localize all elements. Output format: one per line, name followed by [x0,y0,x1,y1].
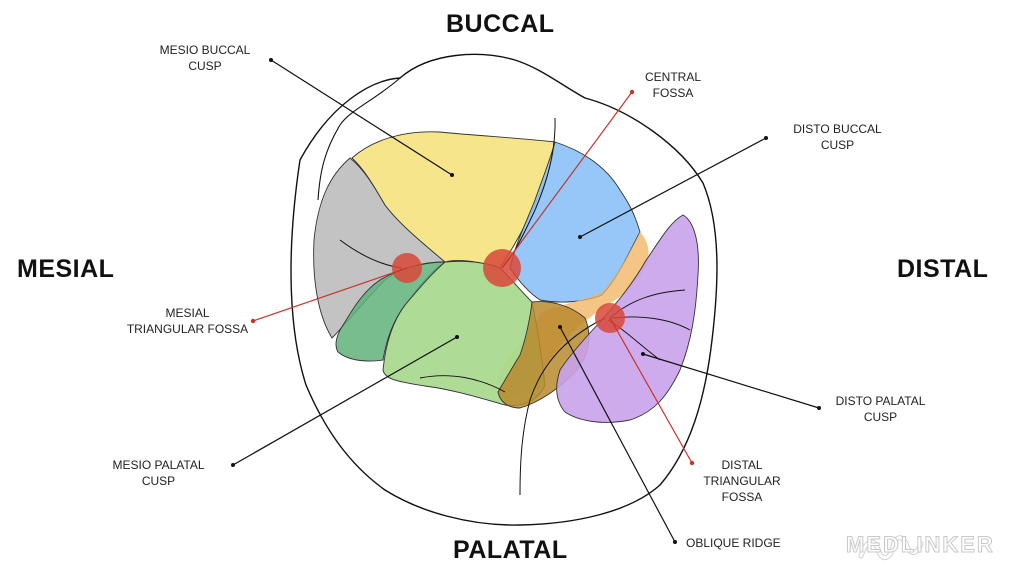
label-line: CUSP [188,59,222,73]
leader-disto-palatal [642,353,820,409]
label-line: OBLIQUE RIDGE [686,536,781,550]
leader-dot [673,540,677,544]
label-line: CUSP [820,138,855,152]
leader-mesio-buccal [270,59,453,176]
label-line: CUSP [863,410,898,424]
label-distal-triangular-fossa: DISTAL TRIANGULAR FOSSA [692,457,792,505]
leader-dot-red [250,318,256,324]
groove-line-7 [419,375,506,393]
leader-dot [450,173,454,177]
leader-mesio-palatal [232,336,458,466]
tooth-inner-rim [317,77,401,201]
leader-dot-red [689,460,695,466]
label-line: CUSP [141,474,176,488]
label-disto-palatal-cusp: DISTO PALATAL CUSP [818,393,943,425]
leader-oblique-ridge [559,326,676,543]
label-line: TRIANGULAR FOSSA [126,322,249,336]
oblique-ridge-region [497,301,590,409]
label-line: FOSSA [721,490,763,504]
label-mesio-buccal-cusp: MESIO BUCCAL CUSP [145,42,265,74]
label-line: CENTRAL [644,70,701,84]
direction-distal: DISTAL [897,255,989,283]
leader-dot [764,136,768,140]
label-line: MESIO BUCCAL [159,43,251,57]
label-mesio-palatal-cusp: MESIO PALATAL CUSP [96,457,221,489]
disto-palatal-cusp-region [556,214,699,423]
label-mesial-triangular-fossa: MESIAL TRIANGULAR FOSSA [115,305,260,337]
leader-dot [578,235,582,239]
groove-line-3 [519,317,606,496]
leader-dot [231,463,235,467]
leader-dot [269,58,273,62]
label-oblique-ridge: OBLIQUE RIDGE [686,535,781,551]
mesio-buccal-cusp-region [351,131,556,269]
label-line: TRIANGULAR [703,474,781,488]
direction-buccal: BUCCAL [446,10,555,38]
medlinker-logo-icon [858,535,924,561]
label-central-fossa: CENTRAL FOSSA [623,69,723,101]
mesial-dark-green-region [335,261,447,362]
label-line: FOSSA [652,86,694,100]
leader-mesial-triangular-fossa [252,267,408,322]
leader-central-fossa [501,91,633,269]
leader-dot [641,352,645,356]
leader-dot-red [629,89,635,95]
label-line: MESIO PALATAL [112,458,205,472]
leader-disto-buccal [579,137,767,238]
label-line: DISTO BUCCAL [793,122,882,136]
watermark-text: MEDLINKER [846,532,995,558]
label-line: DISTO PALATAL [835,394,926,408]
leader-dot [558,325,562,329]
direction-mesial: MESIAL [17,255,115,283]
label-disto-buccal-cusp: DISTO BUCCAL CUSP [775,121,900,153]
leader-distal-triangular-fossa [609,317,693,464]
leader-dot [817,406,821,410]
direction-palatal: PALATAL [453,536,568,564]
label-line: DISTAL [721,458,763,472]
label-line: MESIAL [165,306,210,320]
leader-dot [455,335,459,339]
